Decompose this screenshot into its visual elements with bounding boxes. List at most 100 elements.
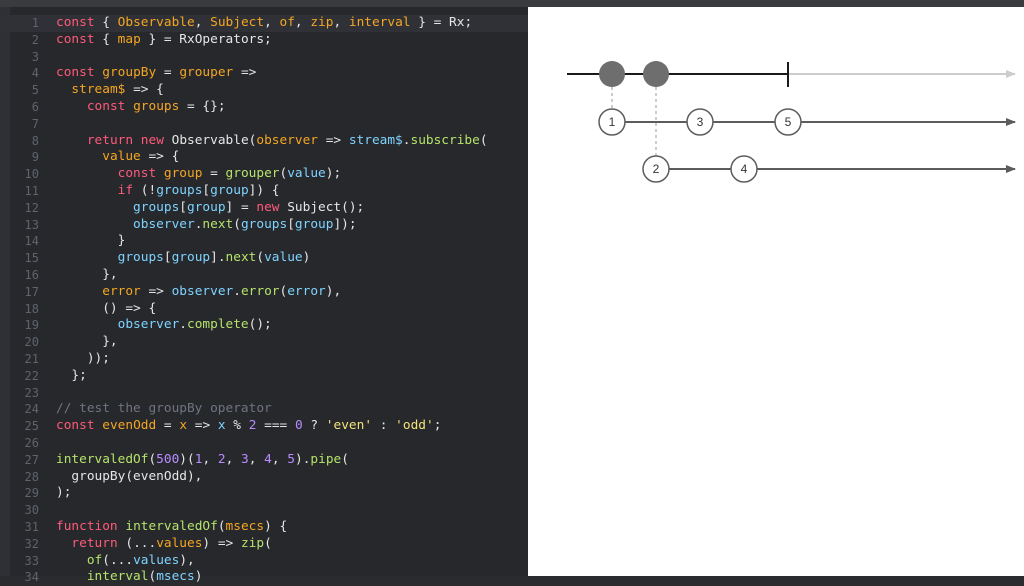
- code-line[interactable]: 18 () => {: [0, 301, 528, 318]
- code-token: ): [194, 569, 203, 585]
- code-token: complete: [187, 317, 249, 333]
- code-line[interactable]: 16 },: [0, 267, 528, 284]
- code-token: => {: [125, 82, 164, 98]
- code-token: ]);: [333, 216, 357, 232]
- code-line[interactable]: 20 },: [0, 334, 528, 351]
- code-line[interactable]: 3: [0, 49, 528, 66]
- code-line[interactable]: 23: [0, 385, 528, 402]
- line-number: 2: [31, 32, 39, 47]
- code-token: const: [56, 418, 95, 434]
- code-line[interactable]: 15 groups[group].next(value): [0, 250, 528, 267]
- code-text: };: [56, 367, 87, 385]
- code-token: } = RxOperators;: [140, 31, 272, 47]
- gutter-strip: [0, 7, 10, 576]
- code-token: value: [287, 166, 326, 182]
- code-line[interactable]: 24// test the groupBy operator: [0, 401, 528, 418]
- code-token: (: [264, 535, 272, 551]
- line-number: 20: [24, 335, 39, 350]
- code-token: [133, 133, 141, 148]
- code-token: of: [86, 552, 103, 568]
- code-token: const: [56, 65, 95, 81]
- code-line[interactable]: 34 interval(msecs): [0, 569, 528, 586]
- code-token: observer: [133, 216, 195, 232]
- code-token: ,: [333, 15, 349, 30]
- code-token: grouper: [179, 65, 234, 81]
- code-token: observer: [171, 283, 234, 299]
- line-number: 14: [24, 234, 39, 249]
- code-token: Subject: [210, 15, 265, 30]
- code-line[interactable]: 10 const group = grouper(value);: [0, 166, 528, 183]
- code-token: ===: [256, 418, 295, 434]
- code-line[interactable]: 8 return new Observable(observer => stre…: [0, 133, 528, 150]
- code-token: group: [187, 199, 226, 215]
- code-token: group: [210, 182, 249, 198]
- code-line[interactable]: 11 if (!groups[group]) {: [0, 183, 528, 200]
- code-token: ,: [294, 15, 311, 30]
- code-token: [56, 200, 133, 215]
- code-text: const { map } = RxOperators;: [56, 32, 272, 49]
- code-line[interactable]: 14 }: [0, 233, 528, 250]
- code-line[interactable]: 21 ));: [0, 351, 528, 368]
- code-token: [125, 99, 133, 114]
- value-marble-label: 1: [609, 115, 616, 129]
- code-token: [156, 166, 164, 181]
- code-line[interactable]: 29);: [0, 485, 528, 502]
- code-line[interactable]: 13 observer.next(groups[group]);: [0, 217, 528, 234]
- code-token: ));: [56, 350, 110, 366]
- line-number: 16: [24, 267, 39, 282]
- code-line[interactable]: 26: [0, 435, 528, 452]
- code-line[interactable]: 33 of(...values),: [0, 553, 528, 570]
- line-number: 26: [24, 435, 39, 450]
- code-text: }: [56, 233, 126, 250]
- value-marble: [774, 108, 802, 136]
- code-token: [56, 166, 118, 181]
- value-marble: [686, 108, 714, 136]
- code-line[interactable]: 12 groups[group] = new Subject();: [0, 200, 528, 217]
- code-token: group: [163, 166, 203, 182]
- code-line[interactable]: 5 stream$ => {: [0, 82, 528, 99]
- code-token: %: [225, 418, 249, 434]
- code-token: Observable(: [163, 132, 257, 148]
- code-token: );: [325, 166, 342, 182]
- code-line[interactable]: 28 groupBy(evenOdd),: [0, 469, 528, 486]
- code-token: [56, 133, 87, 148]
- value-marble-label: 5: [785, 115, 792, 129]
- code-line[interactable]: 19 observer.complete();: [0, 317, 528, 334]
- code-line[interactable]: 9 value => {: [0, 149, 528, 166]
- code-token: (: [233, 216, 241, 232]
- code-line[interactable]: 7: [0, 116, 528, 133]
- code-token: x: [179, 418, 188, 434]
- code-token: intervaledOf: [125, 518, 218, 534]
- code-line[interactable]: 32 return (...values) => zip(: [0, 536, 528, 553]
- code-token: const: [117, 166, 157, 182]
- code-token: groupBy: [102, 65, 157, 81]
- code-token: value: [264, 250, 303, 266]
- code-token: =>: [187, 418, 218, 434]
- code-line[interactable]: 17 error => observer.error(error),: [0, 284, 528, 301]
- code-token: )(: [179, 451, 195, 467]
- value-marble: [642, 155, 670, 183]
- code-token: };: [56, 367, 87, 383]
- code-token: {: [94, 15, 118, 30]
- code-token: [: [179, 199, 187, 215]
- code-line[interactable]: 6 const groups = {};: [0, 99, 528, 116]
- code-line[interactable]: 22 };: [0, 368, 528, 385]
- code-token: ),: [325, 283, 342, 299]
- code-token: [56, 82, 71, 97]
- value-marble-label: 4: [741, 162, 748, 176]
- code-token: [: [287, 216, 295, 232]
- code-line[interactable]: 2 const { map } = RxOperators;: [0, 32, 528, 49]
- value-marble: [598, 108, 626, 136]
- code-text: observer.complete();: [56, 317, 272, 334]
- code-token: Subject();: [279, 199, 365, 215]
- code-line[interactable]: 30: [0, 502, 528, 519]
- code-token: [56, 99, 87, 114]
